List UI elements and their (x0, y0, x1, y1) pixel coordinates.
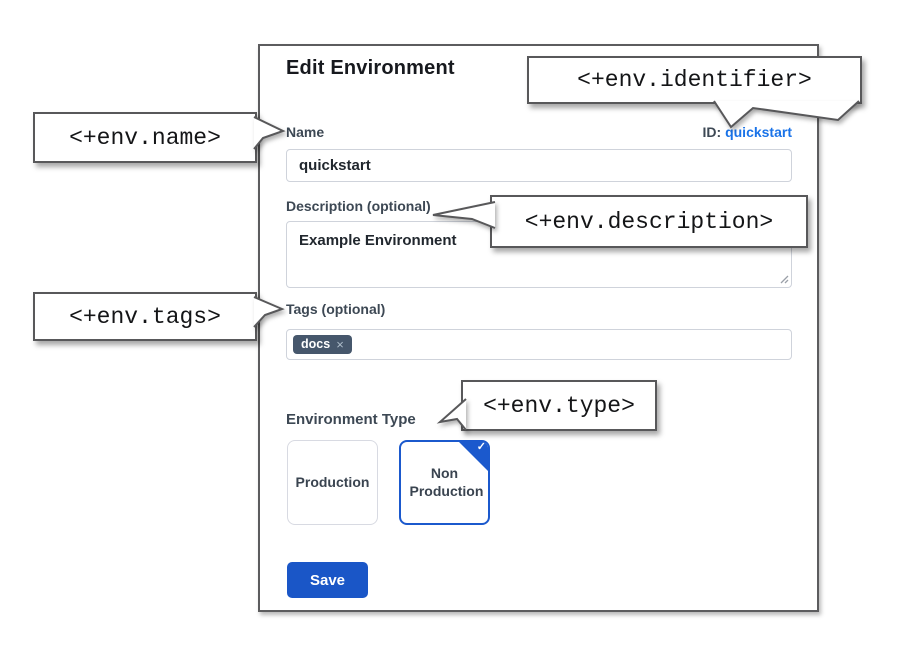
tags-input[interactable]: docs × (286, 329, 792, 360)
id-line: ID: quickstart (560, 124, 792, 140)
check-icon: ✓ (476, 441, 486, 453)
tag-chip: docs × (293, 335, 352, 354)
type-card-non-production-label: Non Production (409, 465, 484, 499)
callout-env-identifier-text: <+env.identifier> (577, 67, 812, 93)
type-card-production-label: Production (295, 473, 370, 490)
callout-env-name-text: <+env.name> (69, 124, 221, 151)
callout-env-type: <+env.type> (461, 380, 657, 431)
id-label: ID: (702, 124, 722, 140)
description-label: Description (optional) (286, 198, 431, 214)
callout-env-identifier: <+env.identifier> (527, 56, 862, 104)
type-card-production[interactable]: Production (287, 440, 378, 525)
name-label: Name (286, 124, 325, 140)
id-value-link[interactable]: quickstart (725, 124, 792, 140)
dialog-title: Edit Environment (286, 57, 455, 79)
callout-env-tags-text: <+env.tags> (69, 303, 221, 330)
type-card-non-production[interactable]: Non Production ✓ (399, 440, 490, 525)
callout-env-name: <+env.name> (33, 112, 257, 163)
environment-type-label: Environment Type (286, 411, 416, 428)
tag-remove-icon[interactable]: × (336, 337, 344, 352)
name-input[interactable] (286, 149, 792, 182)
callout-env-type-text: <+env.type> (483, 392, 635, 419)
callout-env-description: <+env.description> (490, 195, 808, 248)
save-button[interactable]: Save (287, 562, 368, 598)
callout-env-tags: <+env.tags> (33, 292, 257, 341)
tag-chip-label: docs (301, 337, 331, 352)
callout-env-description-text: <+env.description> (524, 208, 774, 235)
tags-label: Tags (optional) (286, 301, 386, 317)
